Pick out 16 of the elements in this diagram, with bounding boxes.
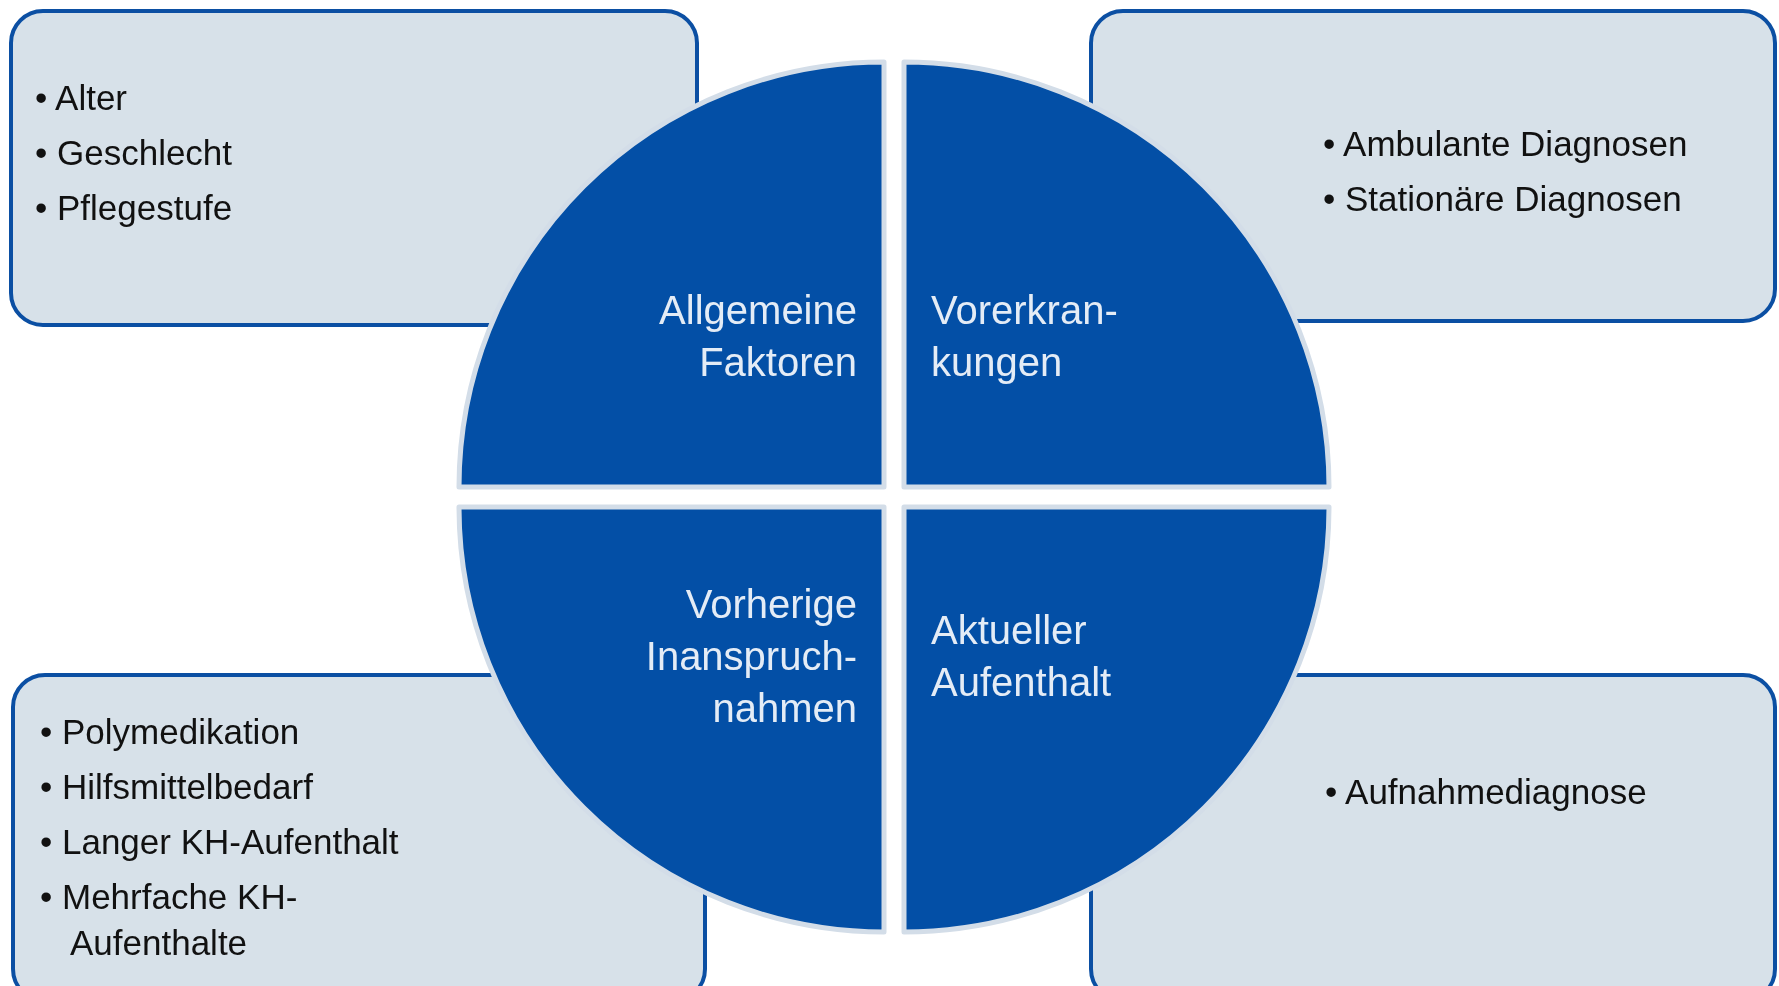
bullet-item: • Polymedikation <box>40 711 301 753</box>
bullet-item: • Stationäre Diagnosen <box>1323 178 1683 220</box>
segment-label: Vorherige Inanspruch- nahmen <box>645 581 857 732</box>
bullet-item: • Mehrfache KH-Aufenthalte <box>40 876 299 964</box>
bullet-item: • Langer KH-Aufenthalt <box>40 821 400 863</box>
segment-label: Aktueller Aufenthalt <box>931 607 1112 706</box>
bullet-item: • Pflegestufe <box>35 187 234 229</box>
bullet-item: • Aufnahmediagnose <box>1325 771 1648 813</box>
bullet-item: • Geschlecht <box>35 132 234 174</box>
bullet-item: • Hilfsmittelbedarf <box>40 766 314 808</box>
quarter-circle-segment <box>459 507 884 932</box>
bullet-item: • Alter <box>35 77 128 119</box>
quarter-circle-segment <box>459 62 884 487</box>
segment-label: Allgemeine Faktoren <box>659 287 857 386</box>
bullet-item: • Ambulante Diagnosen <box>1323 123 1689 165</box>
segment-label: Vorerkran- kungen <box>931 287 1118 386</box>
